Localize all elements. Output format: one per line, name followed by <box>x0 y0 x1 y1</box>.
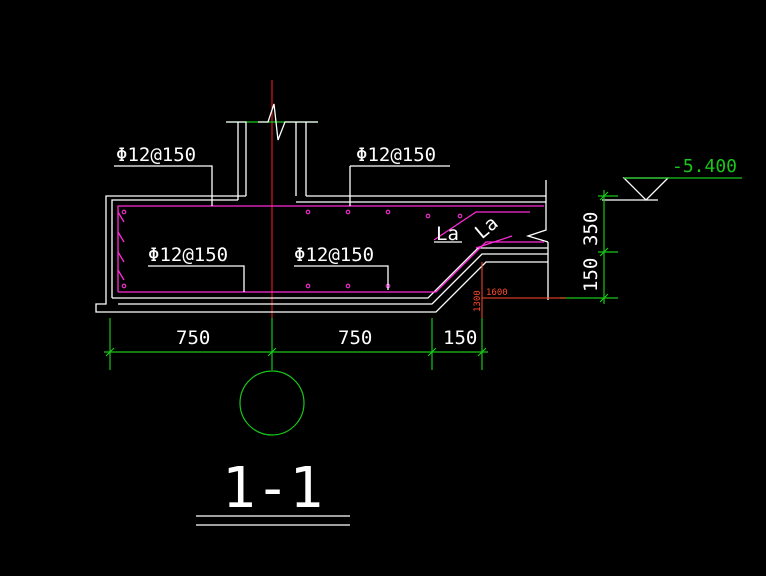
dim-bottom-3: 150 <box>443 327 477 349</box>
dim-small-horizontal: 1600 <box>486 288 508 298</box>
wall-outline <box>226 103 318 200</box>
rebar-label-top-left: Φ12@150 <box>116 144 196 166</box>
rebar-cage <box>117 205 544 293</box>
elevation-label: -5.400 <box>672 156 737 177</box>
dim-right-lower: 150 <box>580 258 602 292</box>
slab-outline <box>95 180 549 313</box>
rebar-label-bottom-left: Φ12@150 <box>148 244 228 266</box>
dim-small-vertical: 1300 <box>473 290 483 312</box>
dim-right-upper: 350 <box>580 212 602 246</box>
section-title: 1-1 <box>222 456 323 521</box>
rebar-label-top-right: Φ12@150 <box>356 144 436 166</box>
elevation-marker <box>602 177 742 201</box>
section-title-underline <box>196 515 350 526</box>
rebar-label-bottom-right: Φ12@150 <box>294 244 374 266</box>
right-dimension <box>560 190 618 304</box>
axis-bubble <box>239 370 305 436</box>
anchorage-label-2: La <box>471 212 503 244</box>
dim-bottom-2: 750 <box>338 327 372 349</box>
bottom-dimension <box>104 318 488 370</box>
dim-bottom-1: 750 <box>176 327 210 349</box>
small-dimension <box>481 262 566 360</box>
leader-lines <box>114 165 462 292</box>
anchorage-label-1: La <box>436 223 459 245</box>
